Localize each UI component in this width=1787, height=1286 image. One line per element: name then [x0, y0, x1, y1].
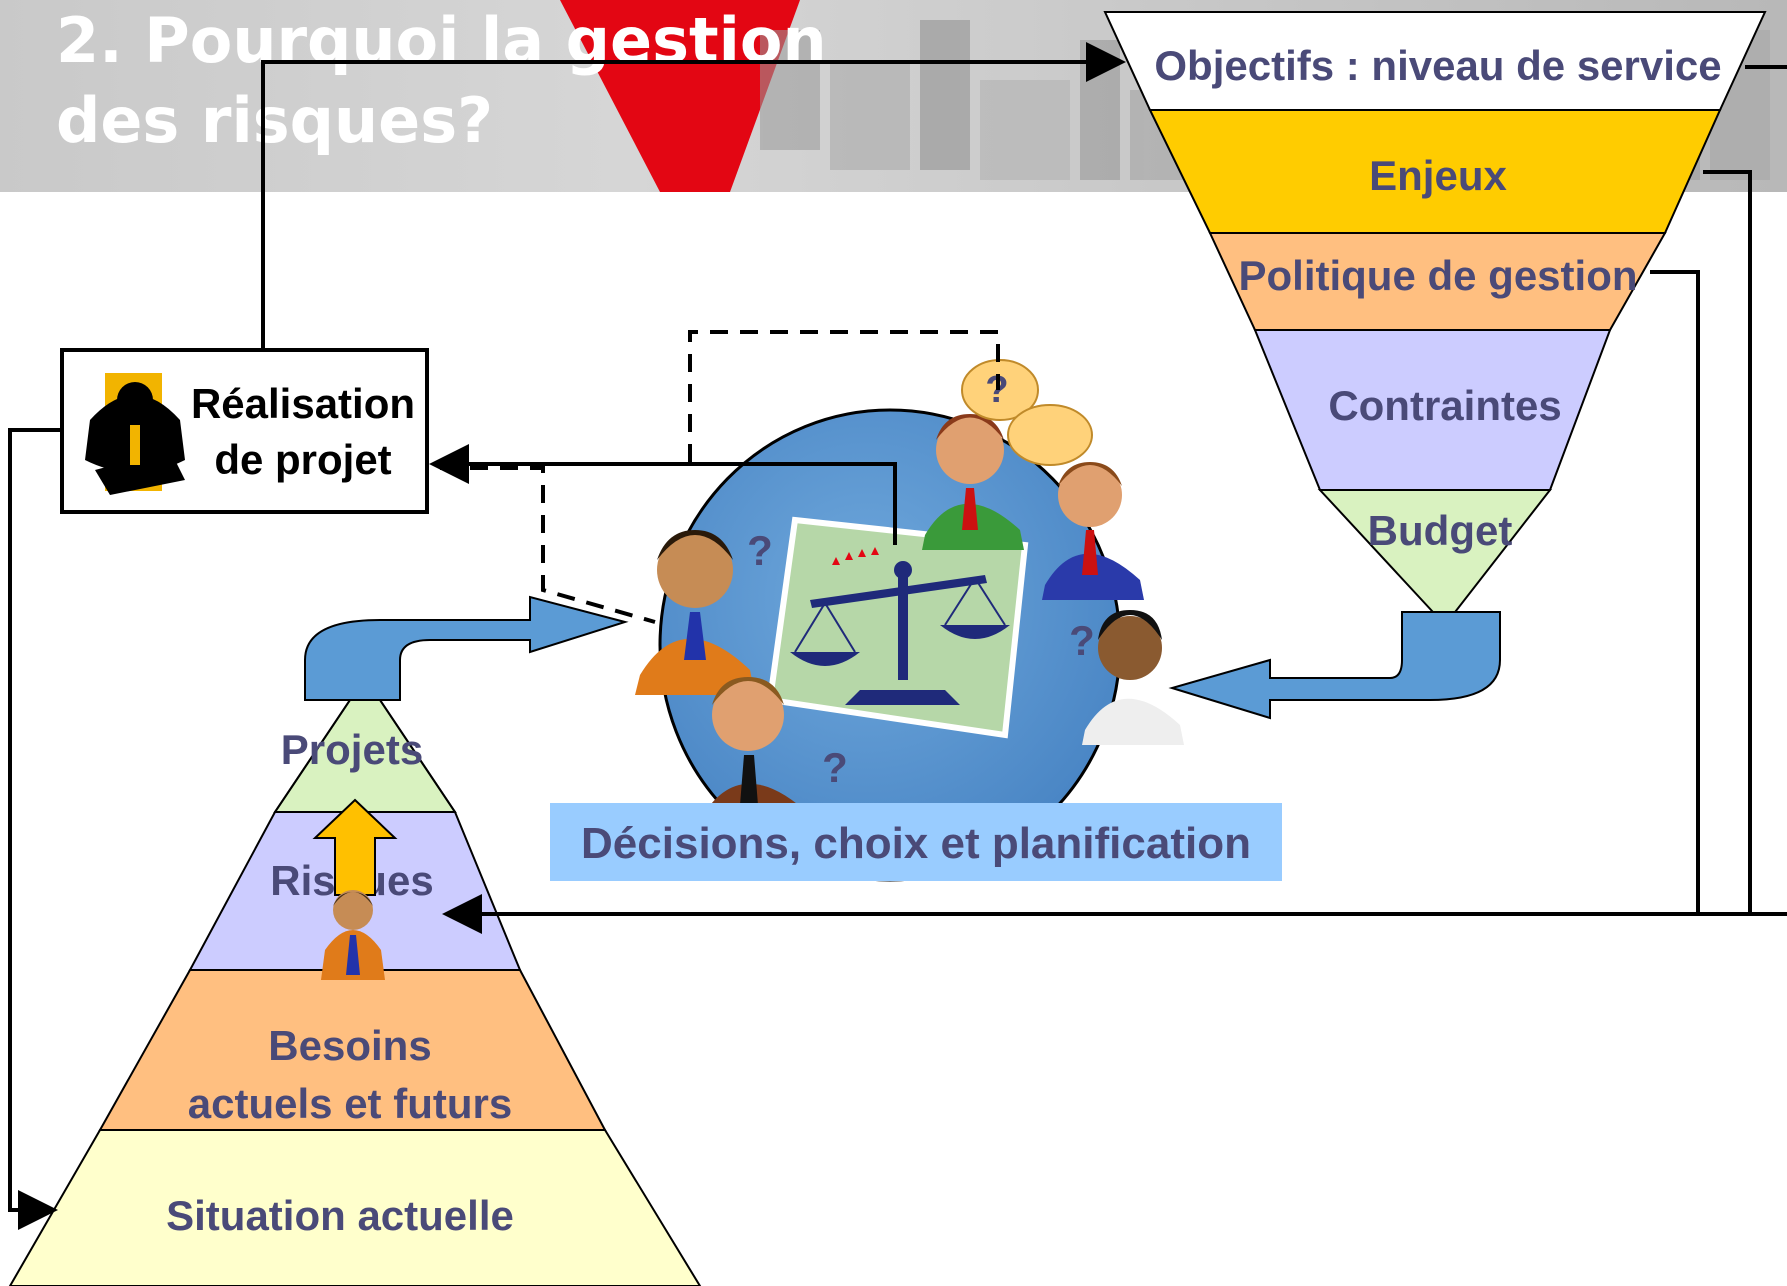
funnel-label-budget: Budget — [1368, 507, 1513, 554]
pyramid-label-situation: Situation actuelle — [166, 1192, 514, 1239]
pyramid-label-projets: Projets — [281, 726, 423, 773]
question-mark-2: ? — [1069, 617, 1095, 664]
decision-circle: ? ? ? ? — [635, 359, 1184, 882]
dashed-connector-left — [440, 466, 656, 624]
person-icon — [321, 890, 385, 980]
decision-caption: Décisions, choix et planification — [550, 803, 1282, 881]
blue-curved-arrow-right — [1168, 611, 1501, 720]
funnel-label-objectifs: Objectifs : niveau de service — [1154, 42, 1721, 89]
dashed-connectors — [440, 330, 1000, 624]
balance-scale-icon — [790, 561, 1010, 705]
connector-enjeux — [1703, 170, 1752, 914]
page-title-line1: 2. Pourquoi la gestion — [56, 4, 827, 77]
pyramid-level-situation — [8, 1129, 702, 1286]
red-accent-shape — [560, 0, 800, 192]
funnel-label-politique: Politique de gestion — [1238, 252, 1637, 299]
pyramid-label-besoins-line1: Besoins — [268, 1022, 431, 1069]
funnel-label-enjeux: Enjeux — [1369, 152, 1507, 199]
pyramid-diagram: Projets Risques Besoins actuels et futur… — [8, 699, 702, 1286]
connector-decision-to-project — [429, 444, 897, 545]
construction-worker-icon — [85, 373, 185, 495]
funnel-level-budget — [1317, 489, 1553, 627]
person-icon-orange — [635, 530, 755, 695]
page-title-line2: des risques? — [56, 84, 493, 157]
connector-project-to-situation — [8, 428, 62, 1230]
connector-project-to-objectifs — [261, 42, 1126, 350]
connector-politique — [1650, 270, 1700, 914]
red-marks — [832, 547, 879, 565]
question-mark-1: ? — [747, 527, 773, 574]
person-icon-green — [922, 414, 1024, 550]
person-icon-blue — [1042, 462, 1144, 600]
project-box: Réalisation de projet — [60, 348, 429, 514]
project-box-label-line1: Réalisation — [191, 380, 415, 427]
pyramid-label-besoins-line2: actuels et futurs — [188, 1080, 512, 1127]
funnel-label-contraintes: Contraintes — [1328, 382, 1561, 429]
connectors — [8, 42, 1787, 1230]
project-box-label-line2: de projet — [214, 436, 391, 483]
person-icon-white — [1082, 610, 1184, 745]
question-mark-3: ? — [822, 744, 848, 791]
dashed-connector-top — [688, 330, 1000, 462]
funnel-diagram: Objectifs : niveau de service Enjeux Pol… — [1103, 11, 1767, 627]
decision-caption-text: Décisions, choix et planification — [581, 819, 1251, 868]
blue-curved-arrow-left — [304, 595, 629, 701]
